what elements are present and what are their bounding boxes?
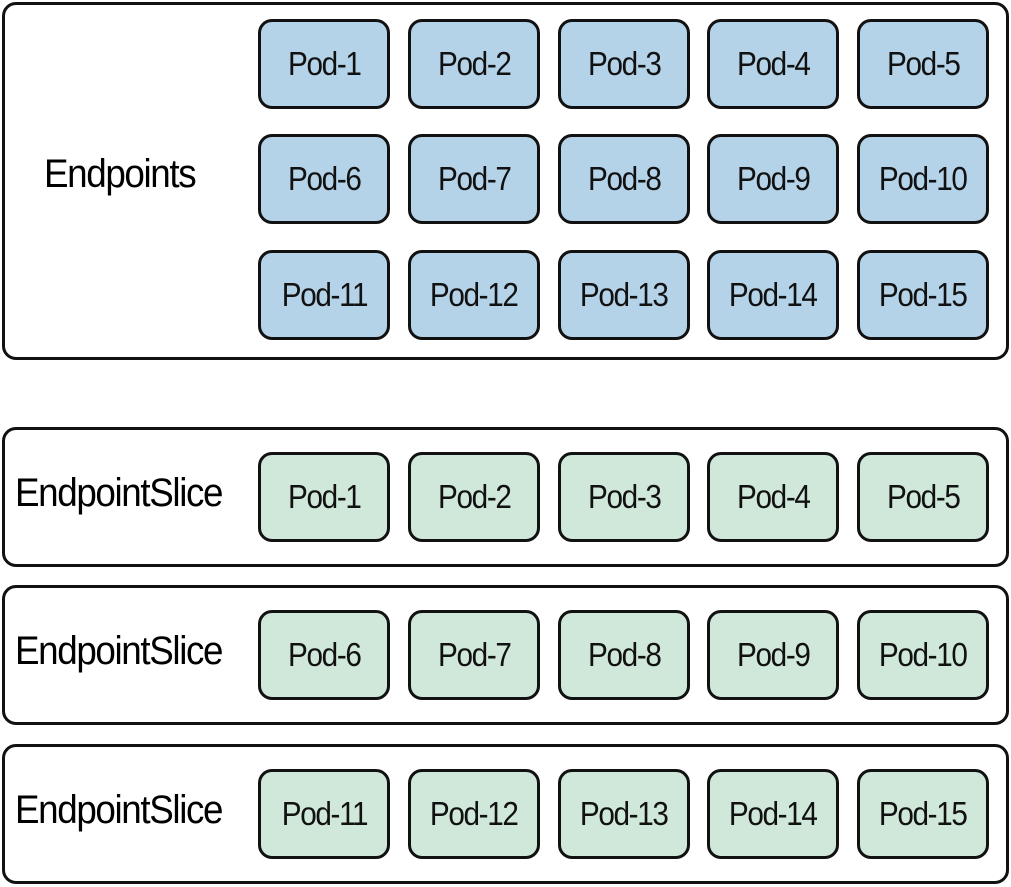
slice-pod: Pod-2	[408, 452, 540, 542]
slice-pod: Pod-1	[258, 452, 390, 542]
endpoints-label: Endpoints	[44, 152, 197, 196]
endpoints-pod: Pod-9	[707, 134, 839, 224]
endpoints-pod: Pod-15	[857, 250, 989, 340]
endpoints-pod: Pod-6	[258, 134, 390, 224]
endpoints-pod: Pod-1	[258, 19, 390, 109]
slice-pod: Pod-14	[707, 769, 839, 859]
slice-pod: Pod-6	[258, 610, 390, 700]
slice-pod: Pod-7	[408, 610, 540, 700]
slice-pod: Pod-10	[857, 610, 989, 700]
endpoints-pod: Pod-8	[558, 134, 690, 224]
slice-pod: Pod-12	[408, 769, 540, 859]
endpointslice-label-1: EndpointSlice	[15, 471, 223, 515]
slice-pod: Pod-5	[857, 452, 989, 542]
endpoints-pod: Pod-7	[408, 134, 540, 224]
endpoints-pod: Pod-12	[408, 250, 540, 340]
slice-pod: Pod-4	[707, 452, 839, 542]
endpoints-pod: Pod-11	[258, 250, 390, 340]
endpointslice-label-2: EndpointSlice	[15, 629, 223, 673]
slice-pod: Pod-3	[558, 452, 690, 542]
slice-pod: Pod-9	[707, 610, 839, 700]
endpoints-pod: Pod-4	[707, 19, 839, 109]
slice-pod: Pod-11	[258, 769, 390, 859]
endpoints-pod: Pod-3	[558, 19, 690, 109]
endpointslice-label-3: EndpointSlice	[15, 788, 223, 832]
slice-pod: Pod-15	[857, 769, 989, 859]
endpoints-pod: Pod-5	[857, 19, 989, 109]
endpoints-pod: Pod-2	[408, 19, 540, 109]
endpoints-pod: Pod-10	[857, 134, 989, 224]
endpoints-pod: Pod-14	[707, 250, 839, 340]
slice-pod: Pod-8	[558, 610, 690, 700]
slice-pod: Pod-13	[558, 769, 690, 859]
endpoints-pod: Pod-13	[558, 250, 690, 340]
